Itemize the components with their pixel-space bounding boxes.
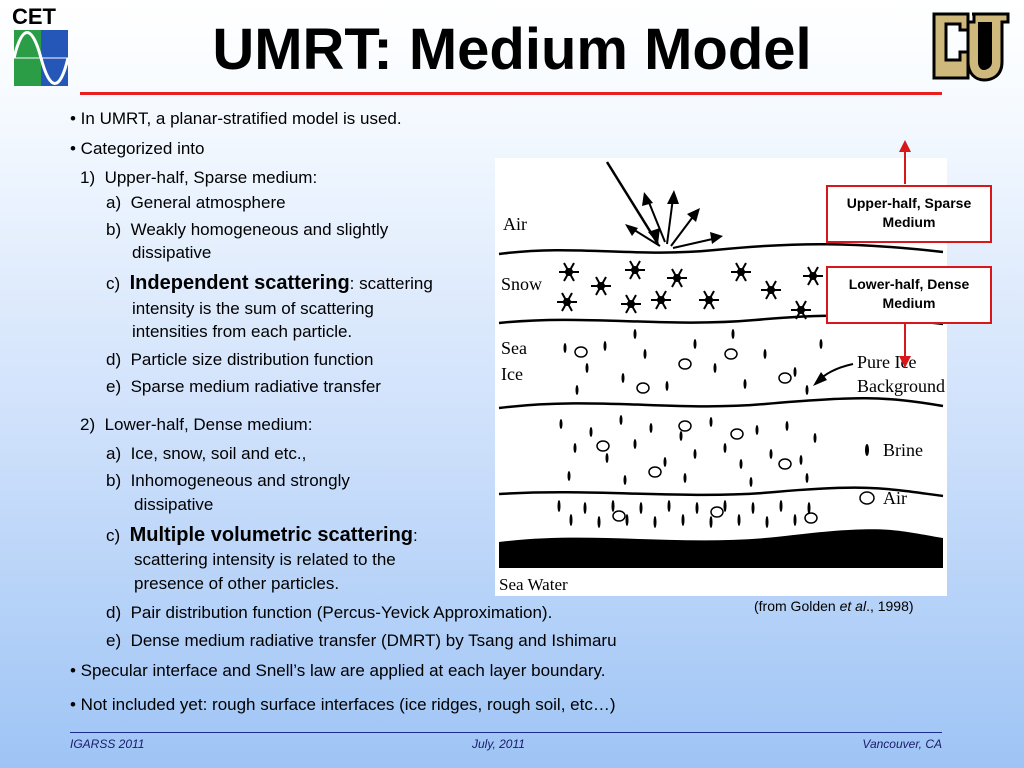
item-independent-scattering-cont1: intensity is the sum of scattering	[132, 299, 374, 318]
label-background: Background	[857, 376, 945, 396]
item-letter: d)	[106, 603, 122, 622]
item-multiple-scattering-cont2: presence of other particles.	[134, 574, 340, 593]
callout-lower-line1: Lower-half, Dense	[848, 276, 970, 292]
page-title: UMRT: Medium Model	[212, 17, 812, 82]
label-ice: Ice	[501, 364, 523, 384]
item-letter: e)	[106, 377, 122, 396]
item-text: General atmosphere	[130, 193, 286, 212]
item-general-atmosphere: a) General atmosphere	[106, 192, 286, 214]
section-upper-half: 1) Upper-half, Sparse medium:	[80, 167, 317, 189]
item-text: Inhomogeneous and strongly	[130, 471, 350, 490]
section-label: Lower-half, Dense medium:	[104, 415, 313, 434]
caption-suffix: ., 1998)	[866, 598, 914, 614]
item-text: :	[413, 526, 418, 545]
figure-caption: (from Golden et al., 1998)	[754, 598, 914, 614]
cet-logo: CET	[10, 4, 72, 88]
footer-location: Vancouver, CA	[862, 737, 942, 751]
item-letter: e)	[106, 631, 122, 650]
callout-upper-line2: Medium	[882, 214, 936, 230]
title-divider	[80, 92, 942, 95]
section-number: 1)	[80, 168, 96, 187]
item-text: Pair distribution function (Percus-Yevic…	[130, 603, 553, 622]
item-text: Dense medium radiative transfer (DMRT) b…	[130, 631, 617, 650]
item-letter: a)	[106, 444, 122, 463]
item-dmrt: e) Dense medium radiative transfer (DMRT…	[106, 630, 617, 652]
item-multiple-scattering: c) Multiple volumetric scattering:	[106, 524, 418, 547]
section-label: Upper-half, Sparse medium:	[104, 168, 318, 187]
label-sea: Sea	[501, 338, 527, 358]
item-independent-scattering: c) Independent scattering: scattering	[106, 272, 433, 295]
caption-italic: et al	[839, 598, 867, 614]
item-text: Sparse medium radiative transfer	[130, 377, 381, 396]
callout-upper-half: Upper-half, Sparse Medium	[826, 185, 992, 243]
item-bold-term: Multiple volumetric scattering	[129, 524, 414, 546]
footer-conference: IGARSS 2011	[70, 737, 145, 751]
item-inhomogeneous-cont: dissipative	[134, 495, 214, 514]
item-weakly-homogeneous: b) Weakly homogeneous and slightly	[106, 219, 388, 241]
bullet-planar-model: • In UMRT, a planar-stratified model is …	[70, 109, 402, 128]
item-text: Weakly homogeneous and slightly	[130, 220, 389, 239]
label-brine: Brine	[883, 440, 923, 460]
item-letter: b)	[106, 471, 122, 490]
footer-divider	[70, 732, 942, 733]
label-snow: Snow	[501, 274, 542, 294]
bullet-not-included: • Not included yet: rough surface interf…	[70, 695, 616, 714]
bullet-specular: • Specular interface and Snell’s law are…	[70, 661, 606, 680]
bullet-categorized: • Categorized into	[70, 139, 205, 158]
item-letter: c)	[106, 526, 121, 545]
item-text: Ice, snow, soil and etc.,	[130, 444, 307, 463]
footer-date: July, 2011	[472, 737, 525, 751]
item-particle-size: d) Particle size distribution function	[106, 349, 373, 371]
item-text: : scattering	[349, 274, 433, 293]
label-air: Air	[503, 214, 527, 234]
label-air-legend: Air	[883, 488, 907, 508]
item-inhomogeneous: b) Inhomogeneous and strongly	[106, 470, 350, 492]
item-bold-term: Independent scattering	[129, 272, 350, 294]
callout-lower-half: Lower-half, Dense Medium	[826, 266, 992, 324]
item-sparse-rt: e) Sparse medium radiative transfer	[106, 376, 381, 398]
item-pair-distribution: d) Pair distribution function (Percus-Ye…	[106, 602, 552, 624]
item-multiple-scattering-cont1: scattering intensity is related to the	[134, 550, 396, 569]
item-letter: b)	[106, 220, 122, 239]
caption-prefix: (from Golden	[754, 598, 840, 614]
item-ice-snow-soil: a) Ice, snow, soil and etc.,	[106, 443, 306, 465]
item-text: Particle size distribution function	[130, 350, 374, 369]
callout-upper-line1: Upper-half, Sparse	[846, 195, 972, 211]
cet-logo-text: CET	[12, 4, 57, 29]
item-letter: d)	[106, 350, 122, 369]
section-number: 2)	[80, 415, 96, 434]
item-letter: c)	[106, 274, 121, 293]
item-letter: a)	[106, 193, 122, 212]
section-lower-half: 2) Lower-half, Dense medium:	[80, 414, 312, 436]
label-pure-ice: Pure Ice	[857, 352, 916, 372]
callout-lower-line2: Medium	[882, 295, 936, 311]
cu-logo	[928, 8, 1014, 84]
item-weakly-homogeneous-cont: dissipative	[132, 243, 212, 262]
item-independent-scattering-cont2: intensities from each particle.	[132, 322, 353, 341]
label-sea-water: Sea Water	[499, 575, 568, 594]
